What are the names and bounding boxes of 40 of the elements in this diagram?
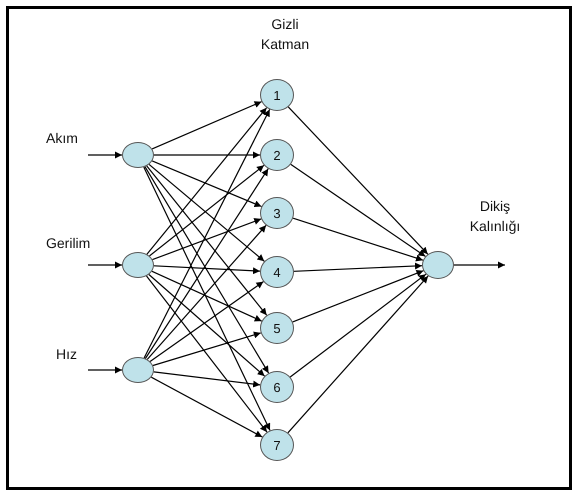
arrow xyxy=(146,276,268,432)
arrow xyxy=(292,218,424,262)
neuron-number: 6 xyxy=(273,380,281,394)
neuron-number: 7 xyxy=(273,438,281,452)
neuron-number: 2 xyxy=(273,148,281,162)
arrow xyxy=(146,224,267,360)
arrow xyxy=(143,166,271,431)
arrow xyxy=(152,218,262,260)
neuron-number: 4 xyxy=(273,264,281,280)
arrow xyxy=(144,109,270,358)
layer-heading: Gizli Katman xyxy=(260,15,310,54)
arrow xyxy=(148,274,265,377)
input-label: Gerilim xyxy=(46,234,92,253)
arrow xyxy=(154,265,260,274)
arrow xyxy=(154,371,260,388)
output-label: Dikiş Kalınlığı xyxy=(468,197,522,236)
arrow xyxy=(154,152,260,158)
arrow xyxy=(146,107,268,255)
arrow xyxy=(151,376,263,438)
arrow xyxy=(88,262,122,268)
arrow xyxy=(88,152,122,158)
arrow xyxy=(152,332,261,366)
arrow xyxy=(294,262,422,272)
input-label: Hız xyxy=(56,345,78,364)
neuron-number: 3 xyxy=(273,206,281,220)
arrow xyxy=(152,270,262,322)
arrow xyxy=(150,281,264,362)
arrow xyxy=(288,106,428,255)
arrow xyxy=(88,366,122,374)
arrow xyxy=(290,274,426,378)
arrow xyxy=(146,166,268,316)
neuron-number: 1 xyxy=(273,88,281,102)
arrow xyxy=(287,276,429,434)
arrow xyxy=(152,101,262,150)
arrow xyxy=(292,270,424,322)
neuron-number: 5 xyxy=(273,320,281,336)
arrow xyxy=(290,164,426,257)
arrow xyxy=(152,160,262,208)
arrow xyxy=(454,262,505,268)
input-label: Akım xyxy=(46,129,79,148)
